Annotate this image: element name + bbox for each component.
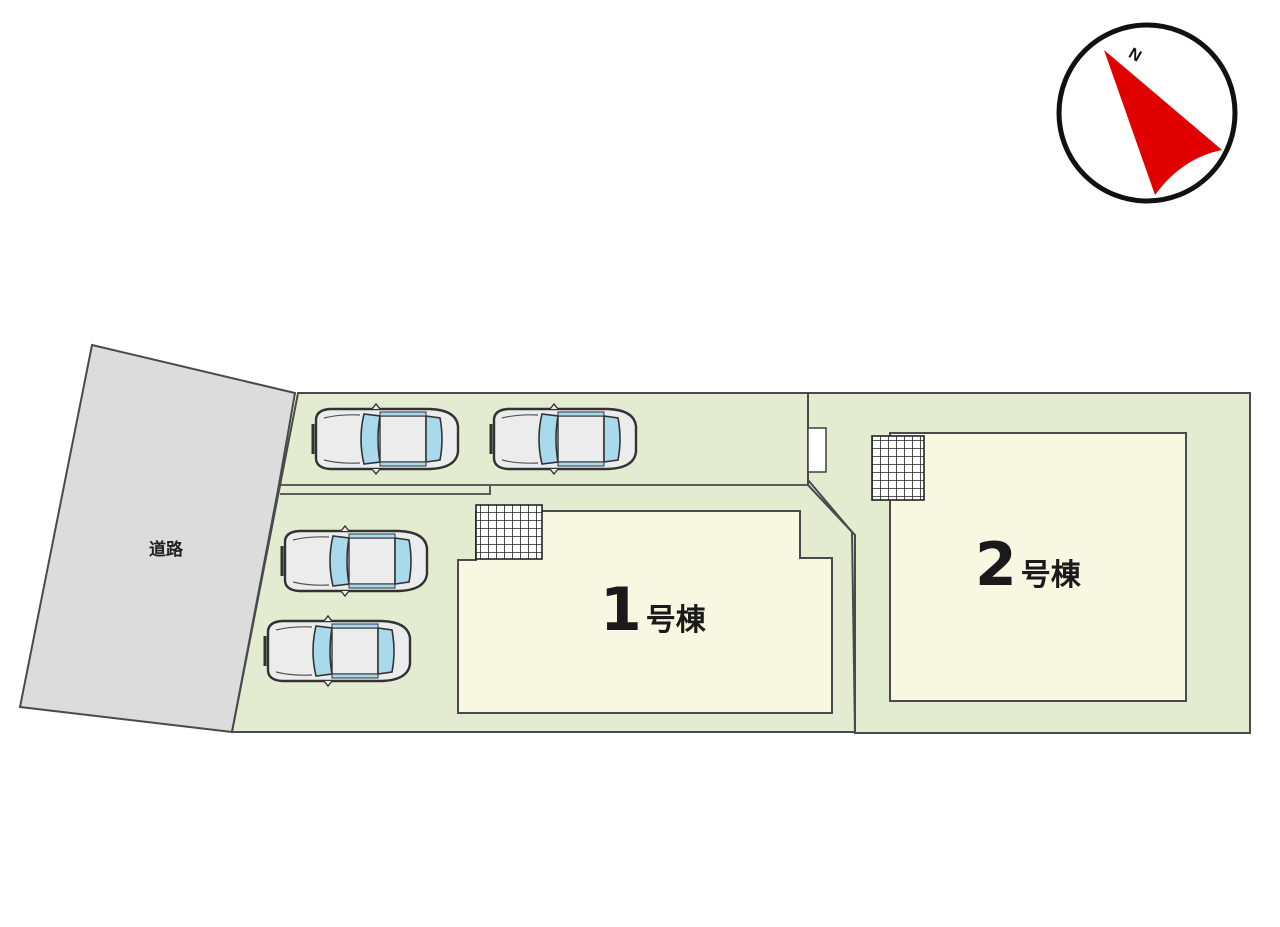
car-2 <box>489 402 638 476</box>
north-arrow-icon <box>1104 50 1222 195</box>
meter-box <box>807 427 827 473</box>
car-1 <box>311 402 460 476</box>
building-2 <box>889 432 1187 702</box>
parking-divider <box>280 484 808 495</box>
car-3 <box>280 524 429 598</box>
car-4 <box>263 614 412 688</box>
road-label: 道路 <box>149 539 184 560</box>
building-1-porch <box>475 504 543 560</box>
building-2-porch <box>871 435 925 501</box>
north-compass: N <box>1056 22 1238 204</box>
